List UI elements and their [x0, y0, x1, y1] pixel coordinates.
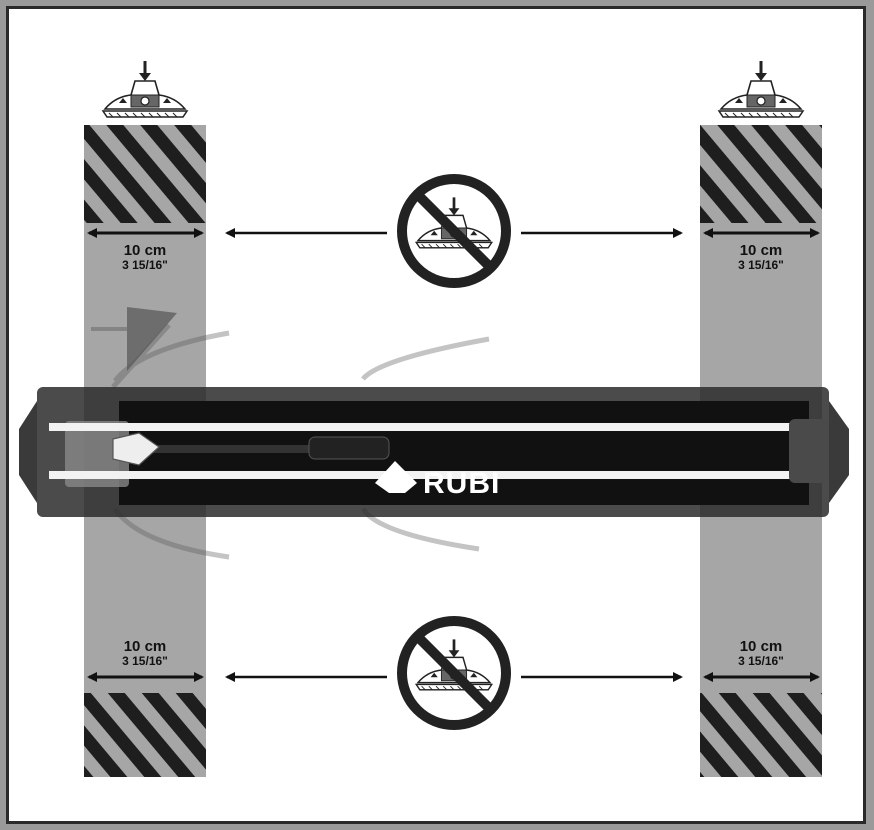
- hatch-bottom-right: [700, 693, 822, 777]
- support-diagram: 10 cm 3 15/16" 10 cm 3 15/16": [19, 59, 849, 777]
- measure-in-top-right: 3 15/16": [738, 258, 784, 272]
- diagram-frame: 10 cm 3 15/16" 10 cm 3 15/16": [6, 6, 866, 824]
- tile-stop-square: [91, 307, 177, 371]
- measure-cm-bottom-left: 10 cm: [124, 638, 167, 655]
- foot-support-icon: [101, 59, 189, 119]
- brand-logo-mark: [375, 461, 417, 493]
- measure-in-bottom-left: 3 15/16": [122, 654, 168, 668]
- lower-guide-rail: [49, 471, 809, 479]
- foot-support-icon: [717, 59, 805, 119]
- measure-in-top-left: 3 15/16": [122, 258, 168, 272]
- hatch-bottom-left: [84, 693, 206, 777]
- measure-cm-top-left: 10 cm: [124, 242, 167, 259]
- measure-in-bottom-right: 3 15/16": [738, 654, 784, 668]
- measure-cm-bottom-right: 10 cm: [740, 638, 783, 655]
- upper-guide-rail: [49, 423, 809, 431]
- prohibited-support-icon: [397, 616, 511, 730]
- hatch-top-right: [700, 125, 822, 223]
- brand-name: RUBI: [423, 467, 500, 500]
- measure-cm-top-right: 10 cm: [740, 242, 783, 259]
- hatch-top-left: [84, 125, 206, 223]
- prohibited-support-icon: [397, 174, 511, 288]
- tile-cutter: RUBI: [19, 387, 849, 517]
- scoring-carriage: [112, 432, 160, 466]
